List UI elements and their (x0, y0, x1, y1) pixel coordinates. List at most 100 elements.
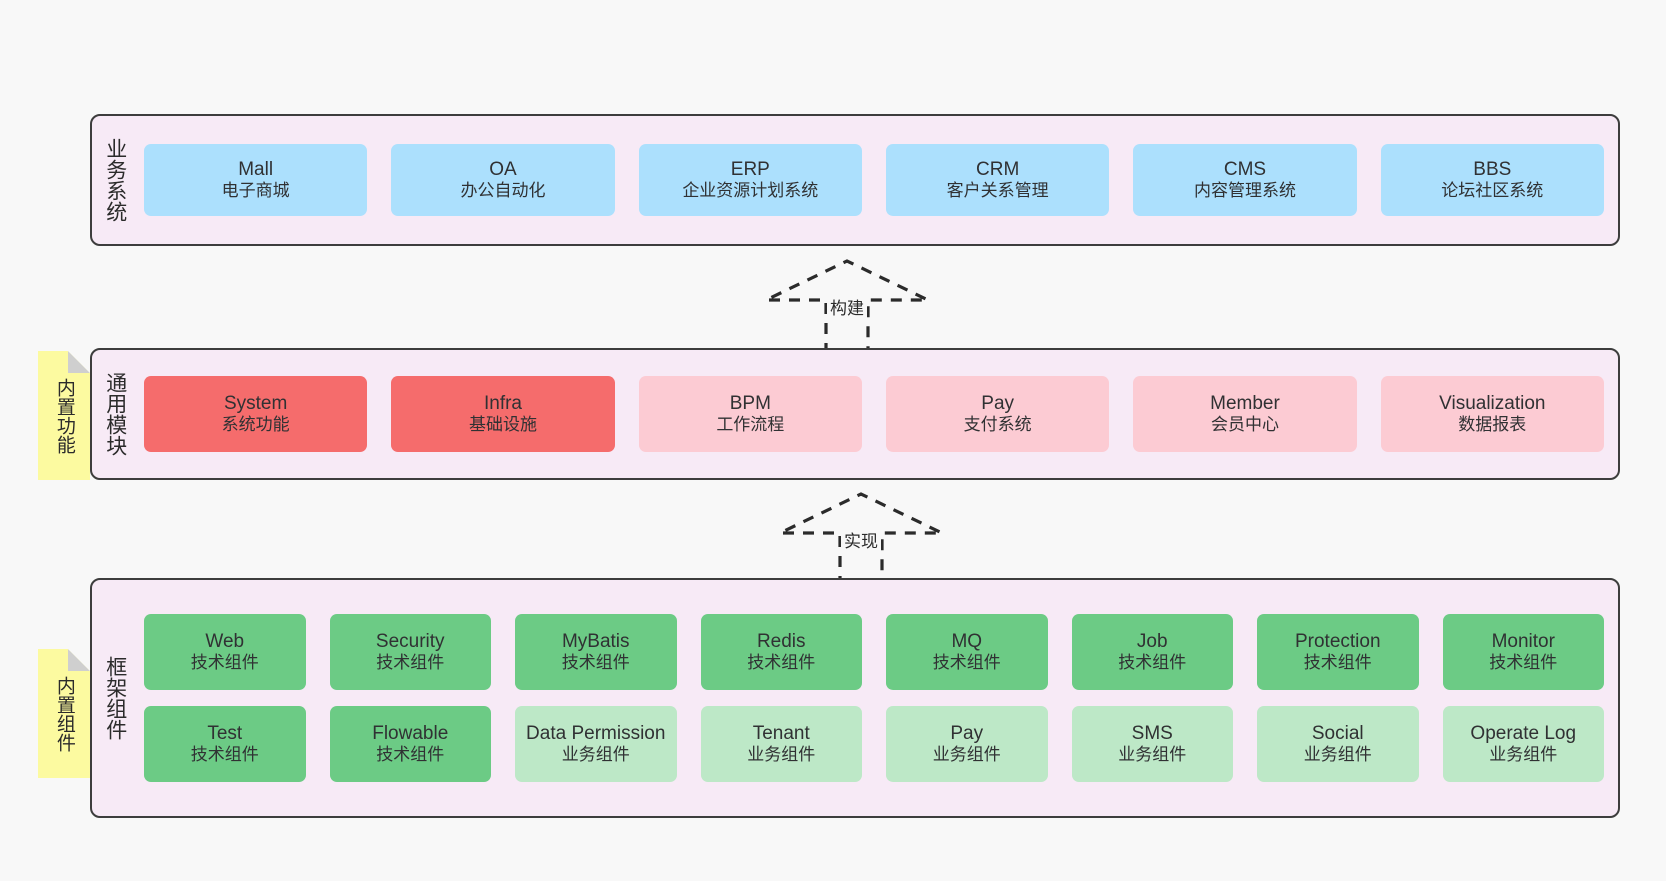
node-title-cn: 业务组件 (747, 745, 816, 765)
node-title-en: System (223, 393, 288, 415)
node-test[interactable]: Test 技术组件 (144, 706, 306, 782)
node-job[interactable]: Job 技术组件 (1071, 614, 1233, 690)
node-title-en: Pay (981, 393, 1015, 415)
node-title-cn: 技术组件 (1118, 653, 1187, 673)
node-title-cn: 业务组件 (932, 745, 1001, 765)
node-title-cn: 技术组件 (190, 745, 259, 765)
node-visualization[interactable]: Visualization 数据报表 (1380, 376, 1604, 452)
node-title-en: Web (205, 631, 245, 653)
layer-business-systems: 业务系统 Mall 电子商城 OA 办公自动化 ERP 企业资源计划系统 CRM… (90, 114, 1620, 246)
node-title-en: ERP (730, 159, 770, 181)
node-mall[interactable]: Mall 电子商城 (144, 144, 368, 216)
node-data-permission[interactable]: Data Permission 业务组件 (515, 706, 677, 782)
layer-framework-components: 框架组件 Web 技术组件 Security 技术组件 MyBatis 技术组件… (90, 578, 1620, 818)
node-title-en: Security (375, 631, 445, 653)
layer-common-modules-body: System 系统功能 Infra 基础设施 BPM 工作流程 Pay 支付系统… (138, 350, 1618, 478)
node-title-cn: 技术组件 (747, 653, 816, 673)
node-title-en: SMS (1131, 723, 1173, 745)
node-title-cn: 数据报表 (1458, 415, 1527, 435)
note-builtin-components-label: 内置组件 (53, 675, 75, 752)
node-title-cn: 会员中心 (1210, 415, 1279, 435)
node-title-en: Tenant (752, 723, 810, 745)
node-bbs[interactable]: BBS 论坛社区系统 (1380, 144, 1604, 216)
connector-implement-arrow: 实现 (776, 491, 946, 587)
node-title-cn: 论坛社区系统 (1441, 181, 1544, 201)
node-title-cn: 电子商城 (221, 181, 290, 201)
node-title-en: CRM (976, 159, 1020, 181)
node-title-en: Visualization (1439, 393, 1546, 415)
node-member[interactable]: Member 会员中心 (1133, 376, 1357, 452)
node-title-cn: 技术组件 (190, 653, 259, 673)
node-title-cn: 业务组件 (1489, 745, 1558, 765)
node-social[interactable]: Social 业务组件 (1257, 706, 1419, 782)
layer-business-systems-caption: 业务系统 (103, 138, 127, 222)
node-protection[interactable]: Protection 技术组件 (1257, 614, 1419, 690)
dashed-up-arrow-icon (779, 492, 943, 587)
layer-common-modules-caption: 通用模块 (103, 372, 127, 456)
node-pay-module[interactable]: Pay 支付系统 (885, 376, 1110, 452)
node-title-en: MyBatis (561, 631, 630, 653)
node-title-en: Mall (238, 159, 274, 181)
node-title-en: Flowable (372, 723, 449, 745)
row: System 系统功能 Infra 基础设施 BPM 工作流程 Pay 支付系统… (144, 376, 1604, 452)
node-tenant[interactable]: Tenant 业务组件 (700, 706, 862, 782)
node-title-en: Test (207, 723, 243, 745)
node-title-en: OA (489, 159, 517, 181)
node-flowable[interactable]: Flowable 技术组件 (329, 706, 491, 782)
node-sms[interactable]: SMS 业务组件 (1071, 706, 1233, 782)
node-pay-component[interactable]: Pay 业务组件 (886, 706, 1048, 782)
layer-common-modules: 通用模块 System 系统功能 Infra 基础设施 BPM 工作流程 Pay… (90, 348, 1620, 480)
node-mybatis[interactable]: MyBatis 技术组件 (515, 614, 677, 690)
node-monitor[interactable]: Monitor 技术组件 (1442, 614, 1604, 690)
node-title-en: Operate Log (1470, 723, 1577, 745)
node-operate-log[interactable]: Operate Log 业务组件 (1442, 706, 1604, 782)
dashed-up-arrow-icon (765, 259, 929, 354)
node-title-en: Protection (1294, 631, 1381, 653)
node-redis[interactable]: Redis 技术组件 (700, 614, 862, 690)
node-title-cn: 技术组件 (1489, 653, 1558, 673)
node-title-cn: 企业资源计划系统 (682, 181, 819, 201)
connector-implement-label: 实现 (841, 527, 881, 552)
node-title-cn: 业务组件 (1118, 745, 1187, 765)
node-security[interactable]: Security 技术组件 (329, 614, 491, 690)
node-crm[interactable]: CRM 客户关系管理 (885, 144, 1110, 216)
node-mq[interactable]: MQ 技术组件 (886, 614, 1048, 690)
node-title-en: Redis (756, 631, 806, 653)
note-fold-corner (68, 649, 90, 671)
row: Mall 电子商城 OA 办公自动化 ERP 企业资源计划系统 CRM 客户关系… (144, 144, 1604, 216)
node-title-cn: 支付系统 (963, 415, 1032, 435)
node-title-cn: 内容管理系统 (1193, 181, 1296, 201)
node-system[interactable]: System 系统功能 (144, 376, 368, 452)
node-oa[interactable]: OA 办公自动化 (391, 144, 615, 216)
note-builtin-components: 内置组件 (38, 649, 90, 778)
node-title-en: Infra (483, 393, 522, 415)
node-title-cn: 业务组件 (561, 745, 630, 765)
node-title-cn: 技术组件 (932, 653, 1001, 673)
node-title-en: Monitor (1491, 631, 1555, 653)
note-fold-corner (68, 351, 90, 373)
node-title-en: MQ (951, 631, 983, 653)
node-title-cn: 工作流程 (716, 415, 785, 435)
node-title-cn: 技术组件 (376, 745, 445, 765)
node-title-en: Data Permission (526, 723, 666, 745)
node-title-en: Social (1311, 723, 1364, 745)
note-builtin-features-label: 内置功能 (53, 377, 75, 454)
note-builtin-features: 内置功能 (38, 351, 90, 480)
node-title-cn: 客户关系管理 (946, 181, 1049, 201)
node-title-cn: 基础设施 (468, 415, 537, 435)
node-title-cn: 技术组件 (1303, 653, 1372, 673)
node-title-en: Member (1210, 393, 1280, 415)
node-bpm[interactable]: BPM 工作流程 (638, 376, 862, 452)
node-erp[interactable]: ERP 企业资源计划系统 (638, 144, 862, 216)
node-title-cn: 业务组件 (1303, 745, 1372, 765)
node-web[interactable]: Web 技术组件 (144, 614, 306, 690)
node-infra[interactable]: Infra 基础设施 (391, 376, 615, 452)
node-title-cn: 办公自动化 (460, 181, 546, 201)
connector-build-label: 构建 (827, 294, 867, 319)
node-cms[interactable]: CMS 内容管理系统 (1133, 144, 1357, 216)
layer-framework-components-caption: 框架组件 (103, 656, 127, 740)
row: Web 技术组件 Security 技术组件 MyBatis 技术组件 Redi… (144, 614, 1604, 690)
node-title-cn: 技术组件 (376, 653, 445, 673)
node-title-cn: 技术组件 (561, 653, 630, 673)
